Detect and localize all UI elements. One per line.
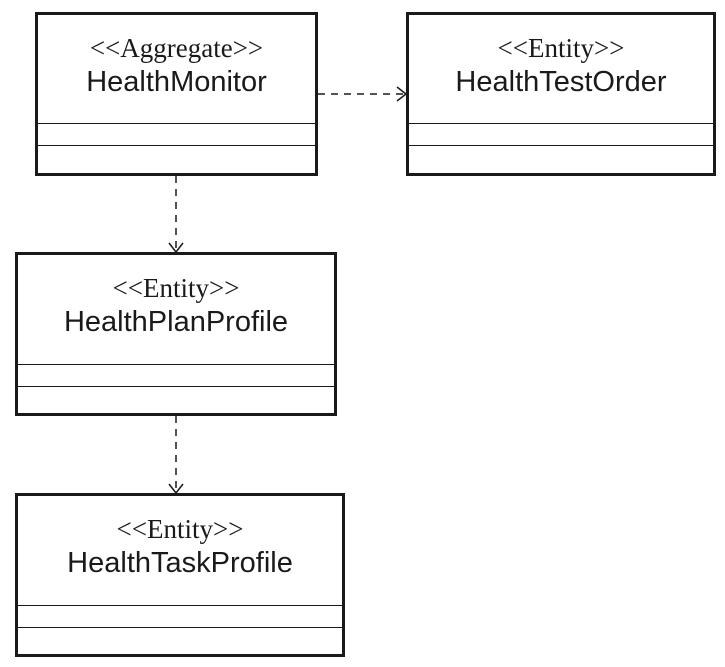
class-health-monitor: <<Aggregate>> HealthMonitor xyxy=(35,12,318,176)
attributes-divider xyxy=(409,123,713,124)
class-health-task-profile: <<Entity>> HealthTaskProfile xyxy=(15,493,345,657)
name-compartment: <<Entity>> HealthTestOrder xyxy=(409,15,713,125)
class-health-test-order: <<Entity>> HealthTestOrder xyxy=(406,12,716,176)
operations-divider xyxy=(18,627,342,628)
operations-divider xyxy=(409,145,713,146)
name-compartment: <<Aggregate>> HealthMonitor xyxy=(38,15,315,125)
class-name: HealthPlanProfile xyxy=(63,306,289,338)
class-health-plan-profile: <<Entity>> HealthPlanProfile xyxy=(15,252,337,416)
stereotype-label: <<Aggregate>> xyxy=(89,33,264,63)
attributes-divider xyxy=(38,123,315,124)
stereotype-label: <<Entity>> xyxy=(112,273,240,303)
class-name: HealthTaskProfile xyxy=(67,547,293,579)
name-compartment: <<Entity>> HealthPlanProfile xyxy=(18,255,334,365)
operations-divider xyxy=(18,386,334,387)
operations-divider xyxy=(38,145,315,146)
stereotype-label: <<Entity>> xyxy=(116,514,244,544)
name-compartment: <<Entity>> HealthTaskProfile xyxy=(18,496,342,606)
class-name: HealthTestOrder xyxy=(455,66,667,98)
class-name: HealthMonitor xyxy=(86,66,267,98)
attributes-divider xyxy=(18,605,342,606)
attributes-divider xyxy=(18,364,334,365)
stereotype-label: <<Entity>> xyxy=(497,33,625,63)
